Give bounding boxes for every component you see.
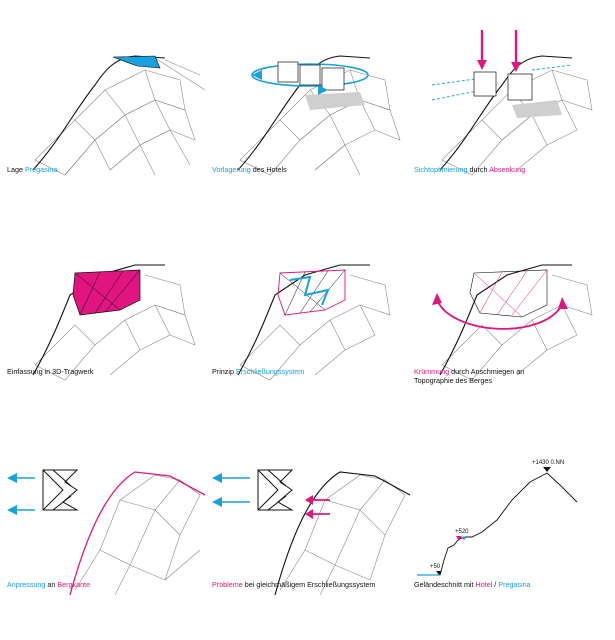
panel-terrain-section: +1430 0.NN +520 +50 Geländeschnitt mit H… (412, 440, 612, 640)
panel-problems: Probleme bei gleichmäßigem Erschließungs… (210, 440, 411, 640)
frame-section (42, 469, 79, 511)
caption-problems: Probleme bei gleichmäßigem Erschließungs… (212, 580, 376, 589)
hotel-block (112, 55, 161, 69)
caption-view-optimization: Sichtoptimierung durch Absenkung (414, 165, 526, 174)
summit-marker (543, 467, 551, 472)
mountain-mesh-diagram (7, 469, 206, 596)
mountain-mesh-diagram (32, 264, 196, 381)
panel-3d-frame: Einfassung in 3D-Tragwerk (5, 235, 205, 435)
terrain-profile-line (417, 472, 578, 576)
mountain-mesh-diagram (212, 469, 411, 596)
caption-edge-pressure: Anpressung an Bergkante (7, 580, 91, 589)
caption-terrain-section: Geländeschnitt mit Hotel / Pregasina (414, 580, 531, 589)
mountain-mesh-diagram (237, 55, 401, 176)
terrain-section-diagram: +1430 0.NN +520 +50 (417, 460, 578, 576)
panel-edge-pressure: Anpressung an Bergkante (5, 440, 206, 640)
mountain-mesh-diagram (431, 30, 593, 176)
caption-circulation: Prinzip Erschließungssystem (212, 367, 305, 376)
caption-3d-frame: Einfassung in 3D-Tragwerk (7, 367, 94, 376)
label-hotel-height: +520 (455, 529, 469, 535)
panel-view-optimization: Sichtoptimierung durch Absenkung (412, 30, 612, 230)
panel-curvature: Krümmung durch Anschmiegen an Topographi… (412, 235, 612, 435)
caption-curvature: Krümmung durch Anschmiegen an Topographi… (414, 367, 525, 385)
circulation-path (289, 275, 330, 306)
panel-forward-position: Vorlagerung des Hotels (210, 30, 410, 230)
panel-circulation: Prinzip Erschließungssystem (210, 235, 410, 435)
mountain-mesh-diagram (237, 264, 391, 381)
village-marker (436, 571, 442, 575)
label-base-height: +50 (430, 564, 441, 570)
caption-location: Lage Pregasina (7, 165, 58, 174)
hotel-marker (456, 536, 462, 541)
caption-forward-position: Vorlagerung des Hotels (212, 165, 287, 174)
mountain-mesh-diagram (432, 264, 593, 381)
mountain-mesh-diagram (32, 55, 206, 176)
label-summit: +1430 0.NN (532, 460, 564, 466)
panel-location: Lage Pregasina (5, 30, 206, 230)
